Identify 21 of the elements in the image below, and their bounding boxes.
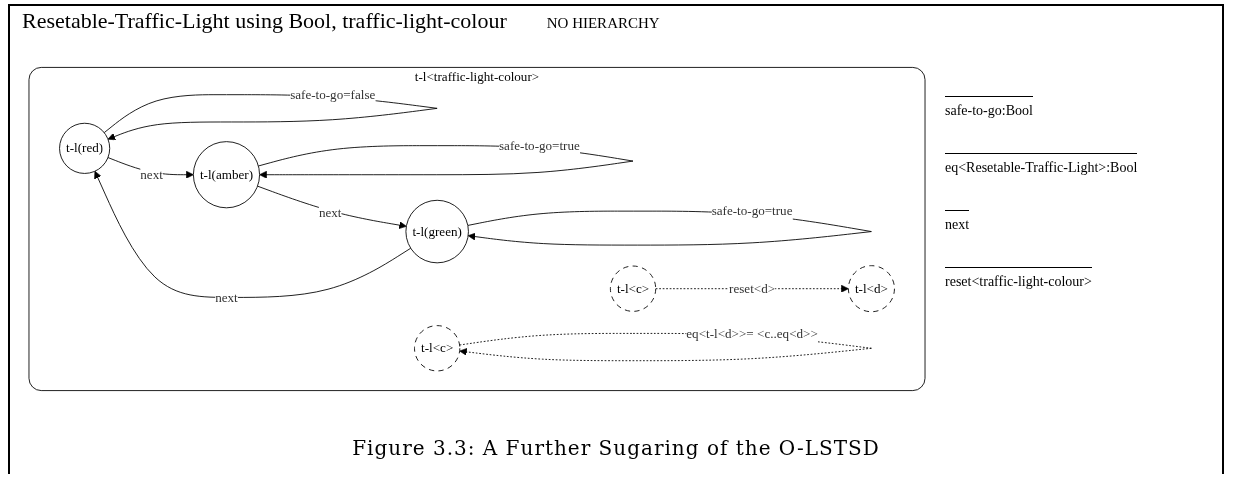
edge-label: next xyxy=(215,290,238,305)
note-text: NO HIERARCHY xyxy=(546,15,660,32)
edge-label: reset<d> xyxy=(729,281,776,296)
node-circle: t-l(amber) xyxy=(192,141,260,209)
node-circle: t-l<d> xyxy=(847,265,895,313)
edge-label: next xyxy=(140,167,163,182)
interface-label: reset<traffic-light-colour> xyxy=(945,267,1092,290)
interface-label: eq<Resetable-Traffic-Light>:Bool xyxy=(945,153,1138,176)
interface-label: safe-to-go:Bool xyxy=(945,96,1033,119)
interface-label: next xyxy=(945,210,970,233)
node-circle: t-l<c> xyxy=(414,325,461,372)
edge-label: safe-to-go=true xyxy=(499,138,580,153)
edge-label: eq<t-l<d>>= <c..eq<d>> xyxy=(686,326,818,341)
node-circle: t-l(green) xyxy=(405,199,469,264)
figure-caption: Figure 3.3: A Further Sugaring of the O-LSTSD xyxy=(351,436,881,460)
diagram-title: Resetable-Traffic-Light using Bool, traffic-light-colour xyxy=(22,8,507,34)
edge-label: safe-to-go=false xyxy=(290,87,376,102)
node-circle: t-l(red) xyxy=(59,122,111,174)
edge-label: safe-to-go=true xyxy=(711,203,793,218)
node-circle: t-l<c> xyxy=(609,265,657,312)
edge-label: next xyxy=(318,205,342,220)
